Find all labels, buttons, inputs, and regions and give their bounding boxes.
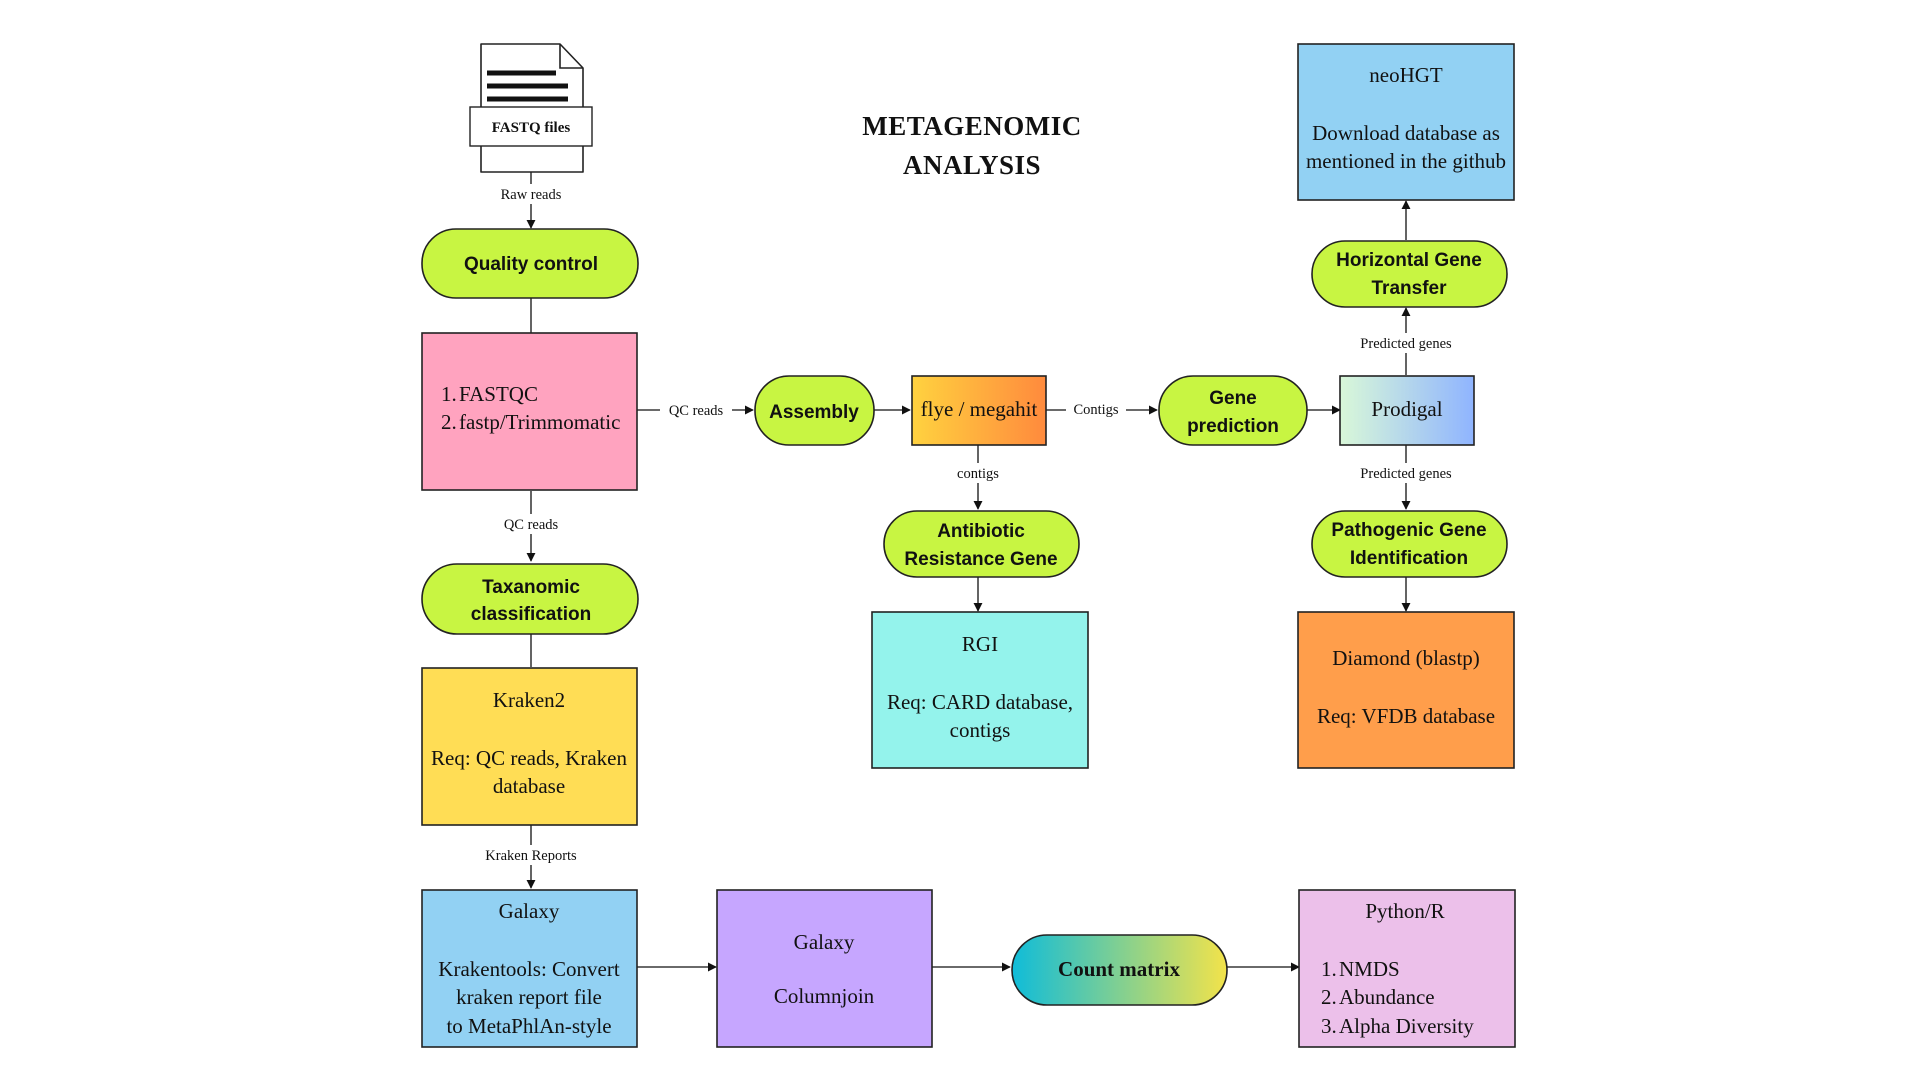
label-raw-reads: Raw reads <box>501 187 562 203</box>
title-line-1: METAGENOMIC <box>862 111 1082 141</box>
galaxy-columnjoin-line1: Columnjoin <box>774 984 875 1008</box>
kraken2-line2: database <box>493 774 565 798</box>
kraken2-name: Kraken2 <box>493 688 565 712</box>
diagram-title: METAGENOMIC ANALYSIS <box>862 111 1082 180</box>
hgt-line1: Horizontal Gene <box>1336 250 1482 271</box>
qc-tools-item2: fastp/Trimmomatic <box>459 410 620 434</box>
pathogenic-line2: Identification <box>1350 548 1468 569</box>
python-r-item1: NMDS <box>1339 957 1400 981</box>
step-pathogenic-gene-identification: Pathogenic Gene Identification <box>1311 510 1508 578</box>
box-diamond: Diamond (blastp) Req: VFDB database <box>1297 611 1515 769</box>
title-line-2: ANALYSIS <box>903 150 1041 180</box>
galaxy-krakentools-name: Galaxy <box>499 899 560 923</box>
gene-prediction-line2: prediction <box>1187 416 1279 437</box>
rgi-name: RGI <box>962 632 998 656</box>
antibiotic-line1: Antibiotic <box>937 521 1025 542</box>
step-horizontal-gene-transfer: Horizontal Gene Transfer <box>1311 240 1508 308</box>
box-galaxy-columnjoin: Galaxy Columnjoin <box>716 889 933 1048</box>
galaxy-columnjoin-name: Galaxy <box>794 930 855 954</box>
qc-tools-num1: 1. <box>441 382 457 406</box>
step-taxanomic-classification: Taxanomic classification <box>421 563 639 635</box>
gene-prediction-line1: Gene <box>1209 388 1257 409</box>
step-count-matrix: Count matrix <box>1011 934 1228 1006</box>
document-icon: FASTQ files <box>469 43 593 173</box>
neohgt-name: neoHGT <box>1369 63 1443 87</box>
box-prodigal: Prodigal <box>1339 375 1475 446</box>
rgi-line2: contigs <box>950 718 1011 742</box>
kraken2-line1: Req: QC reads, Kraken <box>431 746 627 770</box>
neohgt-line1: Download database as <box>1312 121 1500 145</box>
taxanomic-label-line2: classification <box>471 604 591 625</box>
box-python-r: Python/R 1. NMDS 2. Abundance 3. Alpha D… <box>1298 889 1516 1048</box>
python-r-num1: 1. <box>1321 957 1337 981</box>
step-quality-control: Quality control <box>421 228 639 299</box>
label-qc-reads-down: QC reads <box>504 517 559 533</box>
python-r-num3: 3. <box>1321 1014 1337 1038</box>
box-kraken2: Kraken2 Req: QC reads, Kraken database <box>421 667 638 826</box>
python-r-name: Python/R <box>1365 899 1444 923</box>
step-gene-prediction: Gene prediction <box>1158 375 1308 446</box>
python-r-item2: Abundance <box>1339 985 1435 1009</box>
neohgt-line2: mentioned in the github <box>1306 149 1506 173</box>
step-antibiotic-resistance-gene: Antibiotic Resistance Gene <box>883 510 1080 578</box>
label-predicted-genes-up: Predicted genes <box>1360 336 1452 352</box>
galaxy-krakentools-line2: kraken report file <box>456 985 602 1009</box>
label-contigs-right: Contigs <box>1073 402 1118 418</box>
box-qc-tools: 1. FASTQC 2. fastp/Trimmomatic <box>421 332 638 491</box>
count-matrix-label: Count matrix <box>1058 957 1180 981</box>
box-flye-megahit: flye / megahit <box>911 375 1047 446</box>
diamond-line1: Req: VFDB database <box>1317 704 1495 728</box>
box-neohgt: neoHGT Download database as mentioned in… <box>1297 43 1515 201</box>
galaxy-krakentools-line3: to MetaPhlAn-style <box>446 1014 611 1038</box>
qc-tools-item1: FASTQC <box>459 382 538 406</box>
assembly-label: Assembly <box>769 402 859 423</box>
antibiotic-line2: Resistance Gene <box>904 549 1057 570</box>
hgt-line2: Transfer <box>1372 278 1448 299</box>
python-r-num2: 2. <box>1321 985 1337 1009</box>
taxanomic-label-line1: Taxanomic <box>482 577 580 598</box>
label-contigs-down: contigs <box>957 466 999 482</box>
diamond-name: Diamond (blastp) <box>1332 646 1480 670</box>
edge-labels: Raw reads QC reads Kraken Reports QC rea… <box>471 184 1466 865</box>
python-r-item3: Alpha Diversity <box>1339 1014 1474 1038</box>
label-kraken-reports: Kraken Reports <box>485 848 577 864</box>
fastq-files-label: FASTQ files <box>492 120 571 136</box>
label-predicted-genes-down: Predicted genes <box>1360 466 1452 482</box>
box-rgi: RGI Req: CARD database, contigs <box>871 611 1089 769</box>
quality-control-label: Quality control <box>464 254 598 275</box>
qc-tools-num2: 2. <box>441 410 457 434</box>
label-qc-reads-right: QC reads <box>669 403 724 419</box>
pathogenic-line1: Pathogenic Gene <box>1331 520 1486 541</box>
galaxy-krakentools-line1: Krakentools: Convert <box>438 957 620 981</box>
flye-megahit-label: flye / megahit <box>921 397 1038 421</box>
box-galaxy-krakentools: Galaxy Krakentools: Convert kraken repor… <box>421 889 638 1048</box>
prodigal-label: Prodigal <box>1371 397 1442 421</box>
rgi-line1: Req: CARD database, <box>887 690 1073 714</box>
step-assembly: Assembly <box>754 375 875 446</box>
